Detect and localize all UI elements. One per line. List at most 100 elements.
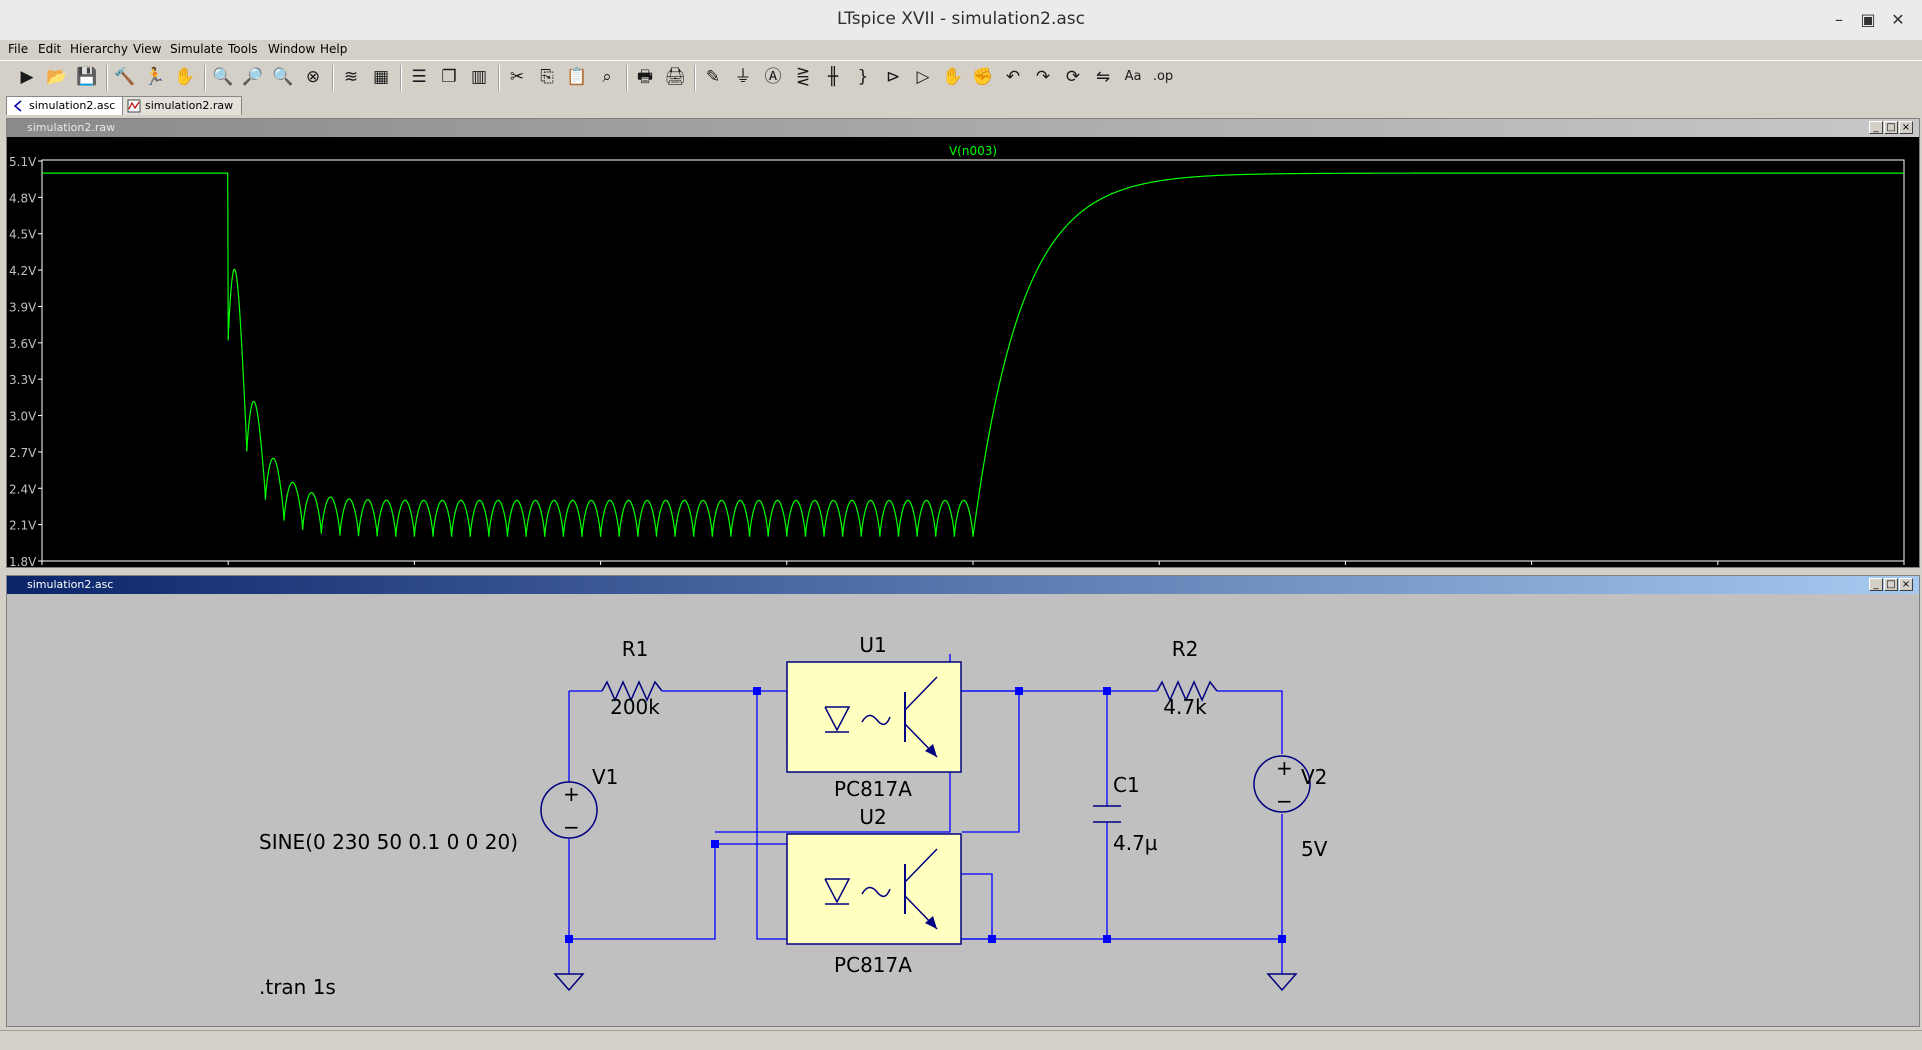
menu-view[interactable]: View (133, 42, 162, 56)
capacitor-icon[interactable]: ╫ (827, 67, 839, 87)
pick-visible-traces-icon[interactable]: ▦ (372, 67, 390, 87)
u1-label[interactable]: U1 (859, 633, 886, 657)
menu-hierarchy[interactable]: Hierarchy (70, 42, 129, 56)
u2-value[interactable]: PC817A (834, 953, 912, 977)
close-button[interactable]: ✕ (1891, 10, 1905, 29)
r1-label[interactable]: R1 (622, 637, 649, 661)
tab-schematic[interactable]: simulation2.asc (6, 96, 125, 115)
u1-value[interactable]: PC817A (834, 777, 912, 801)
window-close-button[interactable]: × (1899, 578, 1913, 591)
window-restore-button[interactable]: □ (1884, 121, 1898, 134)
find-icon[interactable]: ⌕ (602, 67, 612, 87)
tab-waveform[interactable]: simulation2.raw (122, 96, 243, 115)
y-tick-label: 1.8V (9, 555, 37, 567)
ground-symbol (1266, 973, 1298, 992)
voltage-source-v1[interactable] (540, 781, 598, 839)
x-tick-label: 0.8s (1519, 566, 1544, 567)
drag-icon[interactable]: ✊ (972, 67, 994, 87)
menu-simulate[interactable]: Simulate (170, 42, 224, 56)
menu-tools[interactable]: Tools (228, 42, 258, 56)
wire[interactable] (950, 873, 993, 939)
wire[interactable] (1217, 690, 1283, 754)
wire[interactable] (569, 843, 787, 940)
optocoupler-u1[interactable] (786, 661, 962, 773)
r2-value[interactable]: 4.7k (1163, 695, 1207, 719)
v2-label[interactable]: V2 (1301, 765, 1327, 789)
zoom-out-icon[interactable]: 🔍 (272, 67, 294, 87)
cut-icon[interactable]: ✂ (509, 67, 525, 87)
diode-icon[interactable]: ⊳ (885, 67, 901, 87)
x-tick-label: 0.6s (1147, 566, 1172, 567)
autorange-icon[interactable]: ≋ (343, 67, 359, 87)
r1-value[interactable]: 200k (610, 695, 660, 719)
menu-window[interactable]: Window (268, 42, 316, 56)
save-icon[interactable]: 💾 (76, 67, 98, 87)
spice-directive-icon[interactable]: .op (1152, 69, 1174, 84)
copy-icon[interactable]: ⎘ (540, 67, 554, 87)
v2-plus[interactable]: + (1276, 756, 1293, 780)
menu-file[interactable]: File (8, 42, 29, 56)
toolbar: ▶ 📂 💾 🔨 🏃 ✋ 🔍 🔎 🔍 ⊗ ≋ ▦ ☰ ❐ ▥ ✂ ⎘ 📋 ⌕ 🖶 🖨 ✎ ⏚ Ⓐ ⋛ ╫} ⊳ ▷ ✋ ✊ ↶ ↷ ⟳ ⇋ Aa .op (0, 60, 1922, 96)
trace-label[interactable]: V(n003) (949, 144, 997, 158)
maximize-button[interactable]: ▣ (1860, 10, 1876, 29)
v2-value[interactable]: 5V (1301, 837, 1328, 861)
junction (1015, 687, 1023, 695)
voltage-source-v2[interactable] (1253, 755, 1311, 813)
minimize-button[interactable]: – (1835, 10, 1843, 29)
wire[interactable] (957, 690, 1020, 833)
resistor-r1[interactable] (601, 680, 663, 702)
v1-value[interactable]: SINE(0 230 50 0.1 0 0 20) (259, 830, 518, 854)
run-simulation-icon[interactable]: 🏃 (144, 67, 166, 87)
open-icon[interactable]: 📂 (46, 67, 68, 87)
x-tick-label: 0.4s (774, 566, 799, 567)
c1-label[interactable]: C1 (1113, 773, 1140, 797)
window-minimize-button[interactable]: _ (1869, 578, 1883, 591)
rotate-icon[interactable]: ⟳ (1065, 67, 1081, 87)
mirror-icon[interactable]: ⇋ (1095, 67, 1111, 87)
draw-wire-icon[interactable]: ✎ (705, 67, 721, 87)
zoom-cancel-icon[interactable]: ⊗ (305, 67, 321, 87)
resistor-r2[interactable] (1156, 680, 1218, 702)
resistor-icon[interactable]: ⋛ (795, 67, 811, 87)
spice-directive-tran[interactable]: .tran 1s (259, 975, 336, 999)
ground-icon[interactable]: ⏚ (734, 67, 752, 87)
control-panel-icon[interactable]: 🔨 (114, 67, 136, 87)
menu-edit[interactable]: Edit (38, 42, 62, 56)
redo-icon[interactable]: ↷ (1035, 67, 1051, 87)
wire[interactable] (715, 759, 951, 833)
trace-v-n003[interactable] (42, 172, 1904, 537)
move-icon[interactable]: ✋ (942, 67, 964, 87)
paste-icon[interactable]: 📋 (566, 67, 588, 87)
window-restore-button[interactable]: □ (1884, 578, 1898, 591)
v1-minus[interactable]: − (563, 815, 580, 839)
window-minimize-button[interactable]: _ (1869, 121, 1883, 134)
window-close-button[interactable]: × (1899, 121, 1913, 134)
undo-icon[interactable]: ↶ (1005, 67, 1021, 87)
label-net-icon[interactable]: Ⓐ (764, 67, 782, 87)
inductor-icon[interactable]: } (857, 67, 869, 87)
print-preview-icon[interactable]: 🖶 (636, 67, 654, 87)
component-icon[interactable]: ▷ (916, 67, 930, 87)
u2-label[interactable]: U2 (859, 805, 886, 829)
v1-plus[interactable]: + (563, 782, 580, 806)
optocoupler-u2[interactable] (786, 833, 962, 945)
r2-label[interactable]: R2 (1172, 637, 1199, 661)
zoom-in-icon[interactable]: 🔍 (212, 67, 234, 87)
tile-horizontal-icon[interactable]: ☰ (411, 67, 427, 87)
halt-icon[interactable]: ✋ (174, 67, 196, 87)
menu-help[interactable]: Help (320, 42, 348, 56)
v2-minus[interactable]: − (1276, 789, 1293, 813)
waveform-plot[interactable]: 5.1V4.8V4.5V4.2V3.9V3.6V3.3V3.0V2.7V2.4V… (7, 137, 1919, 567)
c1-value[interactable]: 4.7µ (1113, 831, 1158, 855)
zoom-fit-icon[interactable]: 🔎 (242, 67, 264, 87)
wire[interactable] (756, 691, 787, 940)
text-icon[interactable]: Aa (1124, 69, 1142, 84)
tile-vertical-icon[interactable]: ▥ (470, 67, 488, 87)
v1-label[interactable]: V1 (592, 765, 618, 789)
run-icon[interactable]: ▶ (20, 67, 34, 87)
print-icon[interactable]: 🖨 (664, 67, 686, 87)
cascade-icon[interactable]: ❐ (441, 67, 457, 87)
